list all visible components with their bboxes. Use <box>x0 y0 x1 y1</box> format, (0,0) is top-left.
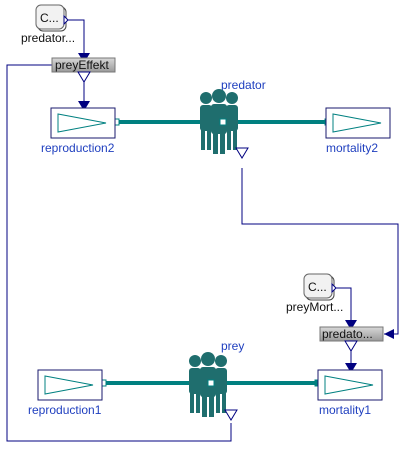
port-prey-center-overlay <box>207 379 215 387</box>
prey-label: prey <box>221 339 244 353</box>
wire-prey-to-gain-top[interactable] <box>6 64 232 442</box>
port-predator-center-overlay <box>219 118 227 126</box>
mortality2-label: mortality2 <box>326 141 378 155</box>
gain-block-bottom[interactable]: predato... <box>319 326 384 352</box>
rate-block-mortality2[interactable]: mortality2 <box>325 107 391 155</box>
reproduction1-label: reproduction1 <box>28 403 102 417</box>
constant-bottom-label: preyMort... <box>286 300 343 314</box>
flow-ports <box>99 118 332 387</box>
prey-output-port <box>224 409 238 421</box>
arrowhead-mortality1 <box>345 363 357 373</box>
predator-label: predator <box>221 78 266 92</box>
constant-bottom-symbol: C... <box>308 280 327 294</box>
constant-block-bottom[interactable]: C... preyMort... <box>286 273 343 314</box>
gain-bottom-output-port <box>344 340 358 352</box>
constant-bottom-output-port <box>331 282 337 294</box>
population-block-prey[interactable]: prey <box>189 339 244 421</box>
arrowhead-gain-bottom <box>345 320 357 330</box>
rate-block-reproduction2[interactable]: reproduction2 <box>41 107 116 155</box>
gain-top-label: preyEffekt <box>55 58 109 72</box>
gain-bottom-label: predato... <box>322 327 373 341</box>
rate-block-mortality1[interactable]: mortality1 <box>317 369 383 417</box>
population-block-predator[interactable]: predator <box>200 78 266 159</box>
rate-triangle-icon <box>44 375 94 395</box>
population-icon <box>189 352 227 417</box>
rate-triangle-icon <box>57 113 107 133</box>
wire-const-to-gain-bottom[interactable] <box>334 287 352 326</box>
rate-triangle-icon <box>332 113 382 133</box>
reproduction2-label: reproduction2 <box>41 141 115 155</box>
constant-top-output-port <box>63 14 69 26</box>
flow-lines <box>103 120 328 385</box>
arrowhead-gain-bottom-right <box>384 329 394 339</box>
constant-block-top[interactable]: C... predator... <box>21 4 75 45</box>
flow-ports-overlay <box>207 118 227 387</box>
mortality1-label: mortality1 <box>319 403 371 417</box>
rate-block-reproduction1[interactable]: reproduction1 <box>28 369 103 417</box>
constant-top-symbol: C... <box>40 11 59 25</box>
gain-block-top[interactable]: preyEffekt <box>51 57 116 83</box>
arrowhead-reproduction2 <box>78 101 90 111</box>
predator-output-port <box>235 147 249 159</box>
rate-triangle-icon <box>324 375 374 395</box>
constant-top-label: predator... <box>21 31 75 45</box>
wire-const-to-gain-top[interactable] <box>67 19 85 58</box>
gain-top-output-port <box>77 71 91 83</box>
population-icon <box>200 89 238 154</box>
